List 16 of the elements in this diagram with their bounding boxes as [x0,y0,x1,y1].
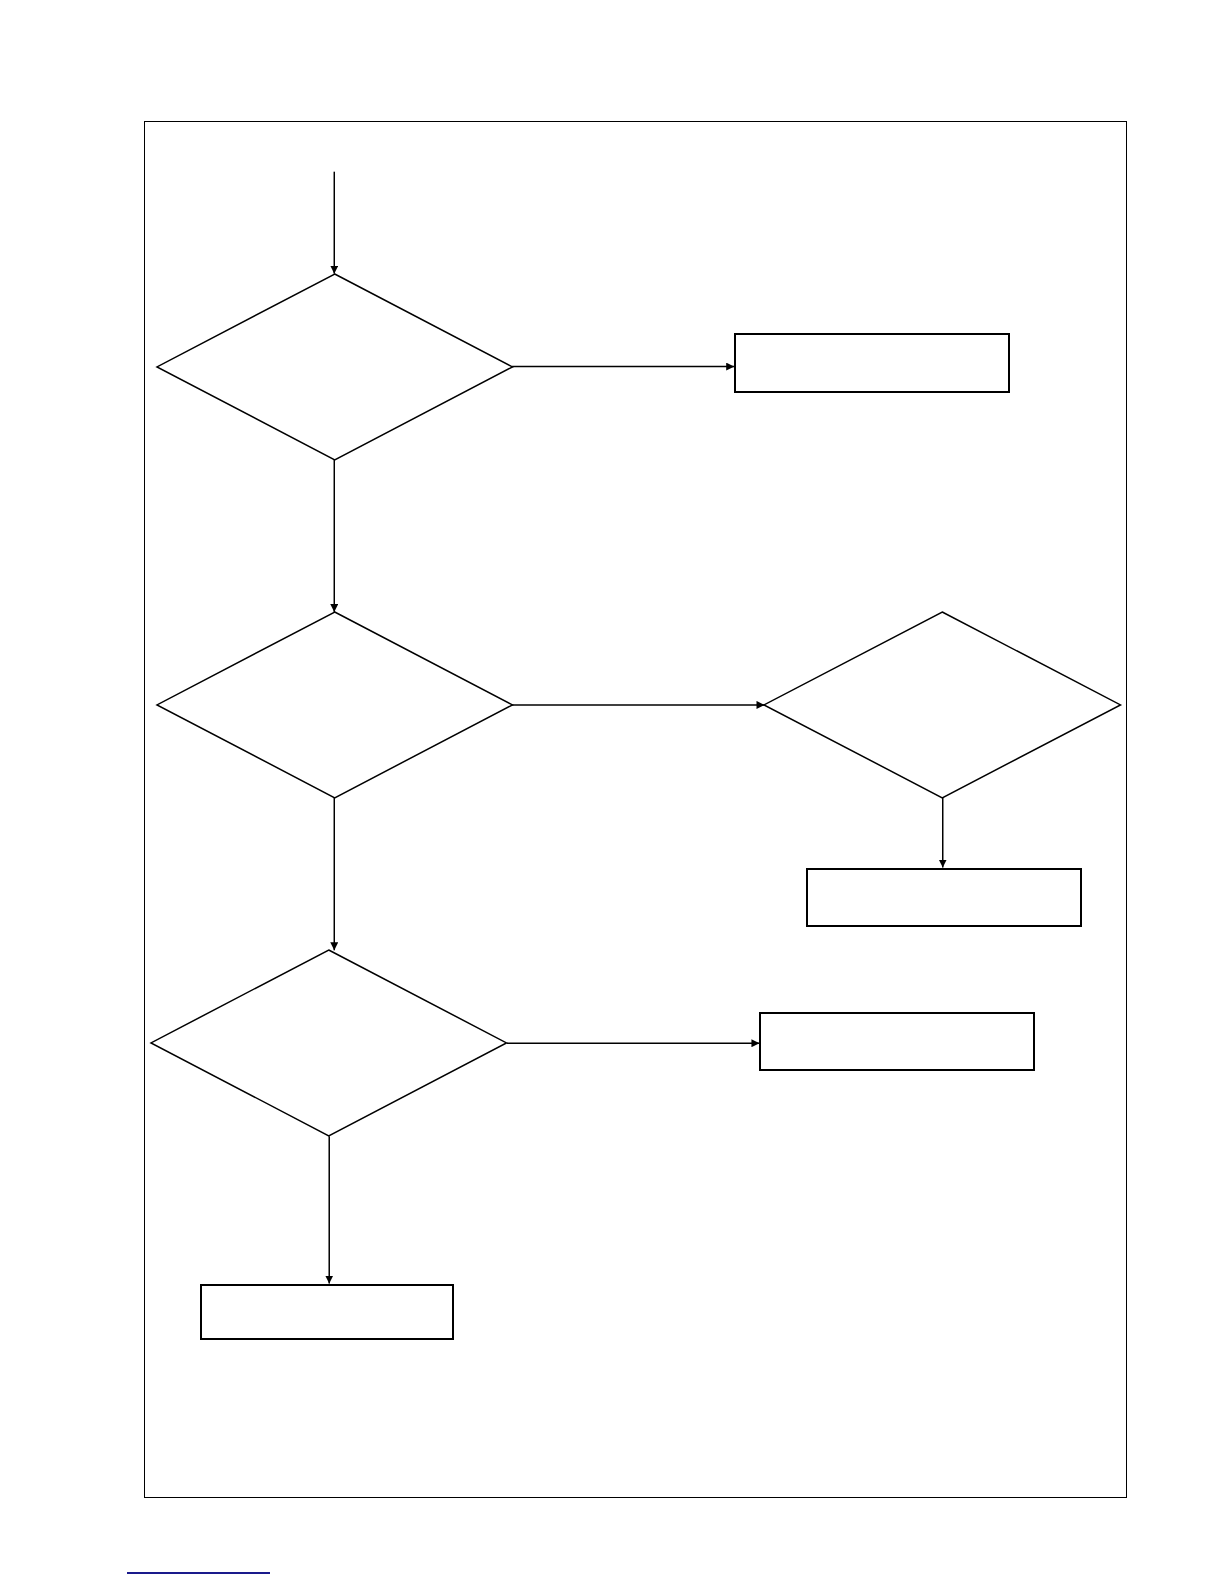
decision-diamond [764,612,1121,798]
arrow [330,797,339,952]
arrow [330,170,339,275]
process-box [805,867,1082,928]
arrow [938,797,947,869]
arrow [330,458,339,613]
arrow [511,362,735,371]
decision-diamond [156,273,512,460]
decision-diamond [151,950,507,1137]
arrow [511,700,766,709]
arrow [506,1039,761,1048]
process-box [199,1283,455,1341]
process-box [759,1011,1036,1072]
arrow [325,1135,334,1285]
process-box [734,333,1010,393]
decision-diamond [156,612,512,798]
